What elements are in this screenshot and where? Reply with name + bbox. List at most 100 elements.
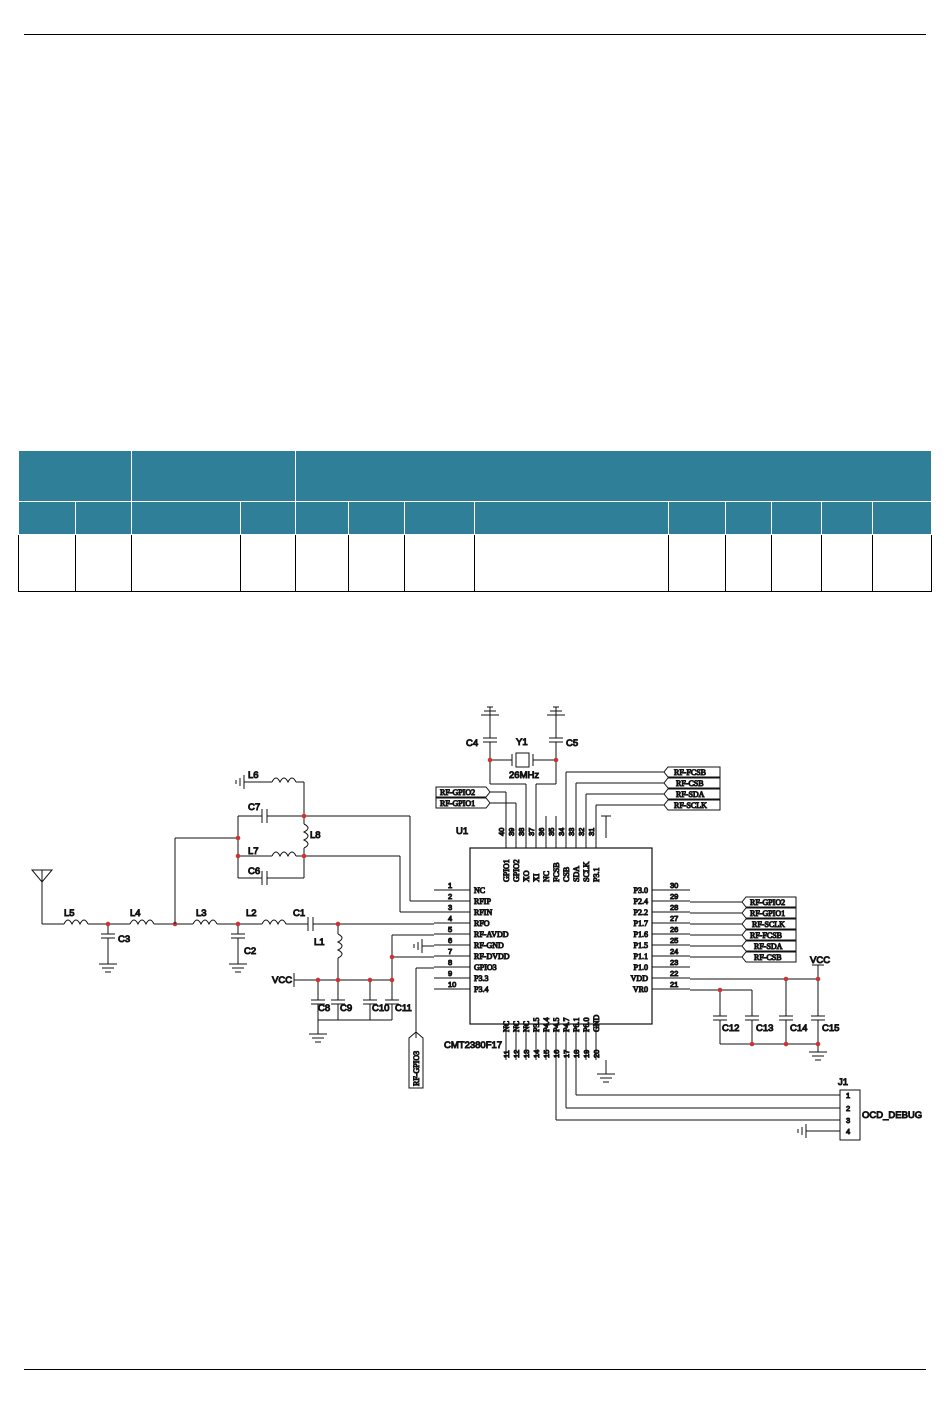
ground-symbol bbox=[481, 706, 565, 716]
net-rf-gpio3: RF-GPIO3 bbox=[412, 1051, 421, 1086]
table-row bbox=[18, 534, 933, 592]
pin-number: 21 bbox=[670, 980, 678, 989]
pin-name: RF-DVDD bbox=[474, 952, 510, 961]
pin-name: RFIN bbox=[474, 908, 492, 917]
net-rf-sclk: RF-SCLK bbox=[674, 801, 707, 810]
pin-name: XO bbox=[522, 870, 531, 882]
pin-number: 38 bbox=[517, 828, 526, 836]
debug-wiring bbox=[555, 1060, 861, 1141]
y1-value: 26MHz bbox=[509, 770, 539, 781]
table-header-row bbox=[18, 450, 933, 502]
net-rf-sda: RF-SDA bbox=[676, 790, 705, 799]
pin-name: P1.0 bbox=[634, 963, 648, 972]
l7-label: L7 bbox=[248, 846, 259, 857]
pin-number: 22 bbox=[670, 969, 678, 978]
pin-name: NC bbox=[512, 1021, 521, 1032]
pin-number: 40 bbox=[497, 828, 506, 836]
net-rf-gpio2: RF-GPIO2 bbox=[440, 788, 475, 797]
reference-schematic: U1 CMT2380F17 1NC2RFIP3RFIN4RFO5RF-AVDD6… bbox=[30, 706, 923, 1141]
c7-label: C7 bbox=[248, 802, 260, 813]
pin-number: 31 bbox=[587, 828, 596, 836]
pin-name: P4.4 bbox=[542, 1018, 551, 1032]
top-left-nets: RF-GPIO2 RF-GPIO1 bbox=[435, 786, 517, 838]
c15-label: C15 bbox=[822, 1023, 839, 1034]
pin-number: 36 bbox=[537, 828, 546, 836]
chip-part-label: CMT2380F17 bbox=[444, 1040, 502, 1051]
top-pin-group: 40GPIO139GPIO238XO37XI36NC35FCSB34CSB33S… bbox=[497, 816, 602, 883]
pin-number: 30 bbox=[670, 881, 678, 890]
table-header-cell bbox=[131, 450, 296, 502]
net-rf-csb: RF-CSB bbox=[676, 779, 704, 788]
pin-number: 26 bbox=[670, 925, 678, 934]
pin-number: 23 bbox=[670, 958, 678, 967]
net-right-rf-csb: RF-CSB bbox=[754, 953, 782, 962]
pin-name: GPIO1 bbox=[502, 859, 511, 882]
c8-label: C8 bbox=[318, 1003, 330, 1014]
pin-number: 12 bbox=[512, 1050, 521, 1058]
pin-number: 5 bbox=[448, 925, 452, 934]
l5-label: L5 bbox=[64, 908, 75, 919]
net-rf-fcsb: RF-FCSB bbox=[674, 768, 706, 777]
pin-number: 14 bbox=[532, 1050, 541, 1058]
pin-name: P3.1 bbox=[592, 868, 601, 882]
pin-name: P1.7 bbox=[634, 919, 648, 928]
net-right-rf-fcsb: RF-FCSB bbox=[750, 931, 782, 940]
spec-table bbox=[18, 450, 933, 592]
pin-number: 37 bbox=[527, 828, 536, 836]
c6-label: C6 bbox=[248, 866, 260, 877]
l8-label: L8 bbox=[310, 830, 321, 841]
pin-number: 20 bbox=[592, 1050, 601, 1058]
j1-name-label: OCD_DEBUG bbox=[862, 1110, 922, 1121]
pin-name: NC bbox=[474, 886, 485, 895]
pin-name: RF-AVDD bbox=[474, 930, 509, 939]
j1-pin-2: 2 bbox=[846, 1104, 850, 1113]
pin-name: VR0 bbox=[633, 985, 648, 994]
pin-number: 7 bbox=[448, 947, 452, 956]
pin-name: RFO bbox=[474, 919, 490, 928]
c9-label: C9 bbox=[340, 1003, 352, 1014]
pin-name: SDA bbox=[572, 866, 581, 882]
j1-pin-1: 1 bbox=[846, 1091, 850, 1100]
l1-label: L1 bbox=[314, 937, 325, 948]
pin-name: P3.5 bbox=[532, 1018, 541, 1032]
net-rf-gpio1: RF-GPIO1 bbox=[440, 799, 475, 808]
pin-number: 16 bbox=[552, 1050, 561, 1058]
c5-label: C5 bbox=[566, 738, 578, 749]
pin-name: VDD bbox=[631, 974, 649, 983]
pin-number: 13 bbox=[522, 1050, 531, 1058]
pin-name: P3.0 bbox=[634, 886, 648, 895]
pin-number: 32 bbox=[577, 828, 586, 836]
c12-label: C12 bbox=[722, 1023, 739, 1034]
pin-number: 29 bbox=[670, 892, 678, 901]
c13-label: C13 bbox=[756, 1023, 773, 1034]
pin-name: RF-GND bbox=[474, 941, 504, 950]
pin-number: 19 bbox=[582, 1050, 591, 1058]
pin-name: GPIO3 bbox=[474, 963, 497, 972]
pin-name: P3.4 bbox=[474, 985, 488, 994]
j1-pin-3: 3 bbox=[846, 1116, 850, 1125]
net-right-rf-gpio2: RF-GPIO2 bbox=[750, 898, 785, 907]
pin-name: P1.5 bbox=[634, 941, 648, 950]
table-header-cell bbox=[18, 450, 132, 502]
l4-label: L4 bbox=[130, 908, 141, 919]
pin-name: GND bbox=[592, 1014, 601, 1032]
bottom-pin-group: 11NC12NC13NC14P3.515P4.416P4.517P4.718P6… bbox=[502, 1014, 602, 1060]
chip-ref-label: U1 bbox=[456, 826, 468, 837]
pin-number: 10 bbox=[448, 980, 456, 989]
table-subheader-row bbox=[18, 501, 933, 535]
crystal-circuit bbox=[483, 715, 563, 838]
net-right-rf-sda: RF-SDA bbox=[754, 942, 783, 951]
pin-number: 35 bbox=[547, 828, 556, 836]
pin-name: NC bbox=[502, 1021, 511, 1032]
right-pin-group: 30P3.029P2.428P2.227P1.726P1.625P1.524P1… bbox=[630, 881, 690, 995]
pin-number: 9 bbox=[448, 969, 452, 978]
footer-rule bbox=[24, 1369, 926, 1370]
c4-label: C4 bbox=[466, 738, 478, 749]
pin-name: RFIP bbox=[474, 897, 491, 906]
pin-number: 15 bbox=[542, 1050, 551, 1058]
pin-name: P6.1 bbox=[572, 1018, 581, 1032]
pin-number: 39 bbox=[507, 828, 516, 836]
chip-body bbox=[469, 847, 653, 1025]
header-rule bbox=[24, 34, 926, 35]
pin-number: 28 bbox=[670, 903, 678, 912]
